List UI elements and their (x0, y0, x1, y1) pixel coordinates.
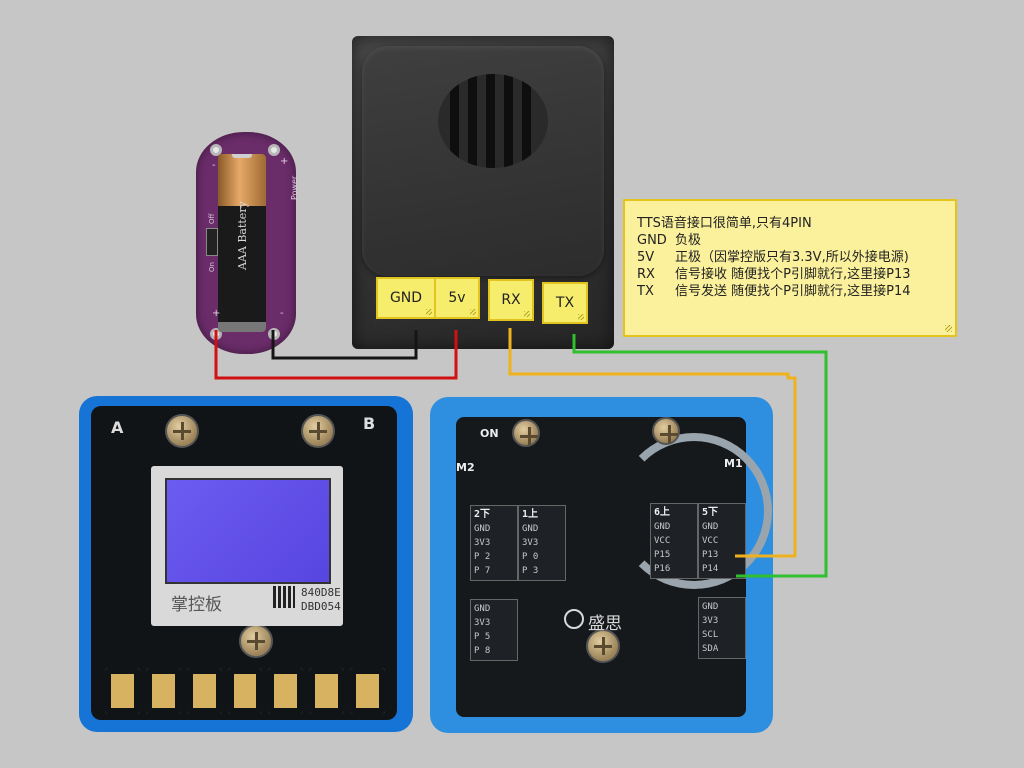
pin-label-rx: RX (488, 279, 534, 321)
python-logo-pads (105, 668, 386, 714)
minus-sign-top: - (212, 160, 216, 171)
header-5: 5下 GND VCC P13 P14 (698, 503, 746, 579)
board-serial: 840D8E DBD054 (301, 586, 341, 613)
header-i2c: GND 3V3 SCL SDA (698, 597, 746, 659)
button-b-label: B (363, 414, 376, 433)
brand-mark-icon (564, 609, 584, 629)
screw-icon (586, 629, 620, 663)
speaker-grille (438, 74, 548, 168)
screw-icon (165, 414, 199, 448)
plus-sign-top: + (280, 156, 289, 167)
controller-board-pcb: A B 掌控板 840D8E DBD054 (91, 406, 397, 720)
screw-icon (512, 419, 540, 447)
expansion-board: ON M2 M1 2下 GND 3V3 P 2 P 7 1上 GND 3V3 P… (430, 397, 773, 733)
plus-sign-bottom: + (212, 308, 221, 319)
header-6: 6上 GND VCC P15 P16 (650, 503, 698, 579)
screw-icon (652, 417, 680, 445)
pin-label-tx: TX (542, 282, 588, 324)
wire-red (214, 330, 458, 380)
pin-label-gnd: GND (376, 277, 436, 319)
battery-holder: AAA Battery Off On - + + - (196, 132, 296, 354)
on-label: ON (480, 427, 499, 440)
m1-label: M1 (724, 457, 743, 470)
minus-sign-bottom: - (280, 308, 284, 319)
wire-green (572, 334, 828, 578)
expansion-brand: 盛思 (588, 614, 622, 634)
header-1: 1上 GND 3V3 P 0 P 3 (518, 505, 566, 581)
tts-module-casing (362, 46, 604, 276)
wire-yellow (508, 328, 797, 558)
m2-label: M2 (456, 461, 475, 474)
oled-display (165, 478, 331, 584)
wire-black (271, 330, 418, 360)
header-4: GND 3V3 P 5 P 8 (470, 599, 518, 661)
board-brand: 掌控板 (171, 595, 222, 615)
expansion-board-pcb: ON M2 M1 2下 GND 3V3 P 2 P 7 1上 GND 3V3 P… (456, 417, 772, 717)
note-line-title: TTS语音接口很简单,只有4PIN (637, 216, 812, 231)
button-a-label: A (111, 418, 124, 437)
oled-screen-module: 掌控板 840D8E DBD054 (151, 466, 343, 626)
power-switch[interactable] (206, 228, 218, 256)
pin-label-5v: 5v (434, 277, 480, 319)
logo-ring (616, 433, 772, 589)
screw-icon (301, 414, 335, 448)
qr-code-icon (273, 586, 295, 608)
controller-board: A B 掌控板 840D8E DBD054 (79, 396, 413, 732)
aaa-battery-cell: AAA Battery (218, 154, 266, 332)
header-2: 2下 GND 3V3 P 2 P 7 (470, 505, 518, 581)
